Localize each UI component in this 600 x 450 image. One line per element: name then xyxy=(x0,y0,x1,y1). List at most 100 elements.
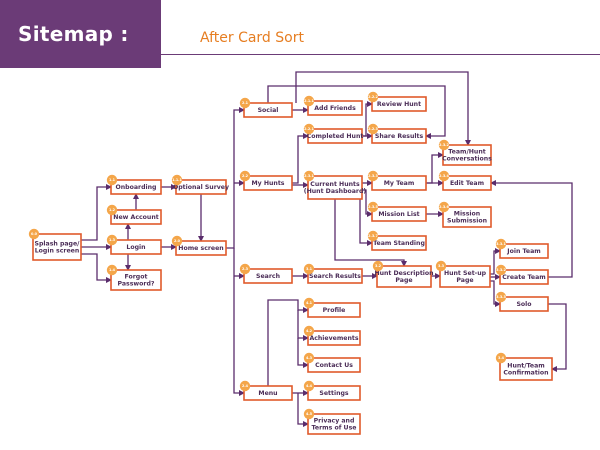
badge-circle xyxy=(106,204,118,216)
node-label: Search Results xyxy=(309,273,361,280)
node-label: Edit Team xyxy=(450,180,484,187)
connector-create-team-to-edit-team xyxy=(490,180,573,278)
connector-home-screen-to-social xyxy=(226,107,245,249)
badge-number: 3.3.1 xyxy=(496,242,506,246)
node-label: My Hunts xyxy=(252,180,285,187)
slide-title: Sitemap : xyxy=(18,22,129,46)
node-label: Menu xyxy=(258,390,277,397)
badge-number: 3.4 xyxy=(498,356,505,360)
node-number-badge: 3.2 xyxy=(372,260,384,272)
badge-circle xyxy=(367,91,379,103)
node-box xyxy=(307,268,363,284)
node-label: Forgot xyxy=(125,274,148,281)
node-box xyxy=(371,175,427,191)
node-box xyxy=(442,206,492,228)
badge-number: 3.2 xyxy=(375,264,382,268)
node-label: My Team xyxy=(384,180,415,187)
node-box xyxy=(371,206,427,222)
badge-circle xyxy=(367,201,379,213)
node-box xyxy=(307,100,363,116)
node-box xyxy=(499,296,549,312)
badge-number: 4.3 xyxy=(306,356,313,360)
node-box xyxy=(442,175,492,191)
connector-splash-to-onboarding xyxy=(81,184,112,241)
node-label: Share Results xyxy=(375,133,424,140)
badge-number: 2.3 xyxy=(242,267,249,271)
badge-circle xyxy=(239,263,251,275)
connector-home-screen-to-menu xyxy=(233,248,245,396)
badge-circle xyxy=(435,260,447,272)
node-label: Terms of Use xyxy=(312,425,357,432)
node-label: Team Standing xyxy=(373,240,425,247)
node-label: Hunt Description xyxy=(374,270,433,277)
node-label: Mission List xyxy=(378,211,419,218)
badge-circle xyxy=(239,380,251,392)
node-label: Hunt/Team xyxy=(507,363,544,370)
badge-circle xyxy=(303,325,315,337)
node-box xyxy=(110,269,162,291)
connector-current-hunts-to-hunt-description-page xyxy=(334,199,407,267)
node-box xyxy=(307,385,361,401)
node-box xyxy=(32,233,82,261)
node-number-badge: 4.5 xyxy=(303,408,315,420)
node-number-badge: 2.3.2 xyxy=(438,139,449,151)
badge-circle xyxy=(28,228,40,240)
node-number-badge: 4.2 xyxy=(303,325,315,337)
badge-number: 2.3.2 xyxy=(439,143,449,147)
node-box xyxy=(499,269,549,285)
badge-number: 1.2 xyxy=(109,208,116,212)
badge-number: 1.3 xyxy=(109,238,116,242)
node-label: Search xyxy=(256,273,280,280)
node-box xyxy=(499,357,553,381)
node-number-badge: 2.3.7 xyxy=(367,230,378,242)
slide-subtitle: After Card Sort xyxy=(200,30,304,46)
node-box xyxy=(175,240,227,256)
node-label: Create Team xyxy=(502,274,546,281)
node-number-badge: 4.1 xyxy=(303,297,315,309)
node-label: Current Hunts xyxy=(310,181,360,188)
node-box xyxy=(371,128,427,144)
connector-social-to-share-results xyxy=(267,85,446,139)
node-number-badge: 2.3 xyxy=(239,263,251,275)
node-number-badge: 2.2.2 xyxy=(367,91,379,103)
badge-number: 2.2.2 xyxy=(368,95,378,99)
badge-number: 3.1 xyxy=(306,267,313,271)
badge-number: 1.1.1 xyxy=(172,178,182,182)
badge-number: 2.1 xyxy=(242,101,249,105)
connector-solo-to-hunt-team-confirmation xyxy=(548,303,567,372)
node-label: Login xyxy=(126,244,145,251)
node-number-badge: 2.2.1 xyxy=(303,123,314,135)
badge-number: 2.3.5 xyxy=(368,205,378,209)
connector-menu-to-profile xyxy=(267,299,309,386)
node-number-badge: 2.3.5 xyxy=(367,201,379,213)
node-box xyxy=(243,268,293,284)
badge-number: 4.2 xyxy=(306,329,313,333)
node-box xyxy=(307,302,361,318)
node-number-badge: 1.4 xyxy=(106,264,118,276)
badge-number: 2.3.6 xyxy=(439,205,449,209)
badge-number: 4.4 xyxy=(306,384,313,388)
node-label: Splash page/ xyxy=(35,241,81,248)
node-search-results: Search Results 3.1 xyxy=(303,263,363,284)
node-number-badge: 1.2 xyxy=(106,204,118,216)
node-label: Profile xyxy=(323,307,346,314)
node-label: Hunt Set-up xyxy=(444,270,487,277)
node-box xyxy=(307,128,363,144)
